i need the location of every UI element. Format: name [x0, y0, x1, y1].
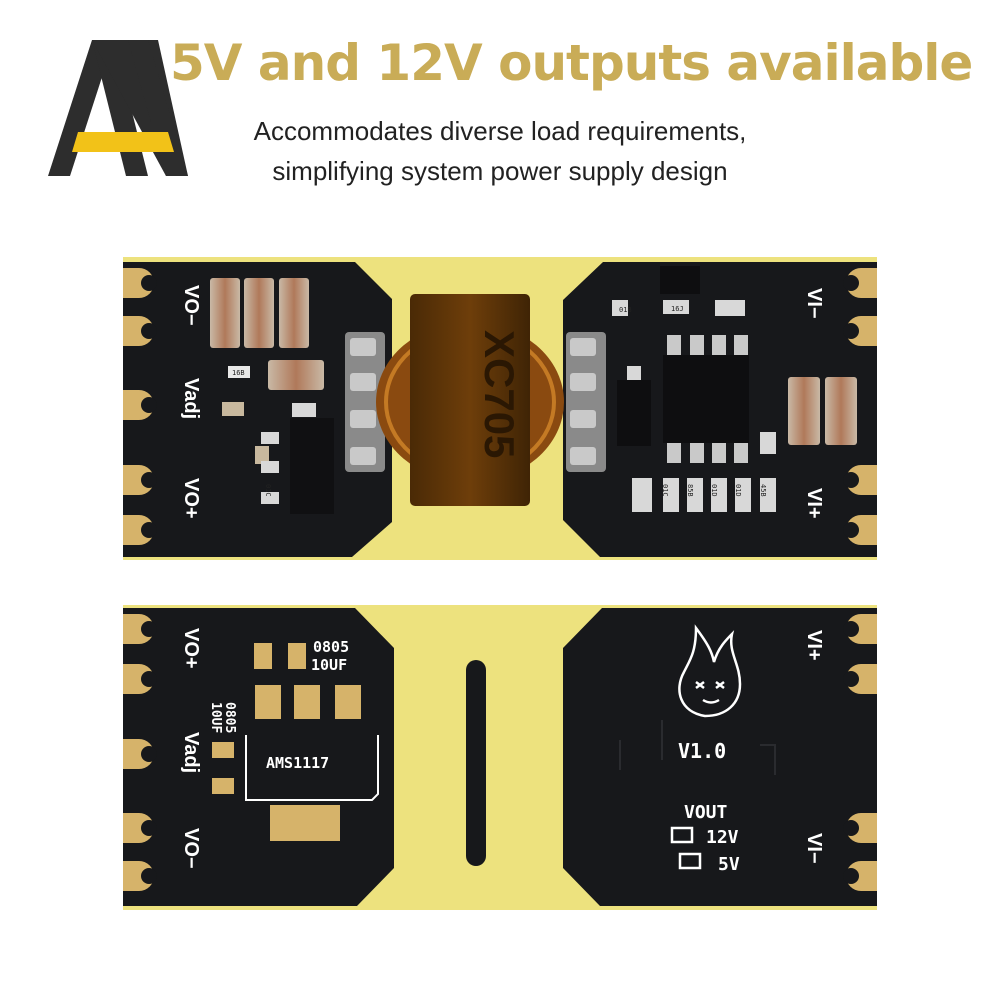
svg-text:85B: 85B	[686, 484, 694, 497]
jumper-12v-pad	[670, 826, 694, 844]
svg-text:01C: 01C	[661, 484, 669, 497]
regulator-label: AMS1117	[266, 754, 329, 772]
brand-logo-icon	[48, 40, 188, 176]
bottom-pcb-board: VO+ Vadj VO− 0805 10UF 0805 10UF AMS1117…	[123, 605, 877, 910]
top-label-vadj: Vadj	[180, 378, 202, 419]
transformer: XC705	[345, 294, 606, 506]
vout-option-12v: 12V	[706, 827, 739, 848]
svg-text:16J: 16J	[671, 305, 684, 313]
controller-ic	[663, 335, 749, 463]
svg-text:45B: 45B	[759, 484, 767, 497]
cap-value-side: 10UF	[208, 702, 223, 733]
svg-text:01C: 01C	[264, 484, 272, 497]
regulator-chip	[261, 403, 334, 514]
bottom-label-vadj: Vadj	[180, 732, 202, 773]
vout-title: VOUT	[684, 802, 728, 823]
top-label-vo-plus: VO+	[180, 478, 202, 519]
input-capacitors	[788, 377, 857, 445]
bottom-label-vi-plus: VI+	[803, 630, 825, 661]
flame-mascot-icon	[678, 624, 742, 718]
vout-option-5v: 5V	[718, 854, 740, 875]
subheadline-line-1: Accommodates diverse load requirements,	[253, 116, 747, 146]
svg-text:01B: 01B	[619, 306, 632, 314]
top-label-vo-minus: VO−	[180, 285, 202, 326]
jumper-5v-pad	[678, 852, 702, 870]
bottom-label-vo-plus: VO+	[180, 628, 202, 669]
solder-pads	[212, 643, 361, 841]
transformer-marking: XC705	[476, 330, 523, 458]
top-label-vi-plus: VI+	[803, 488, 825, 519]
cap-size-side: 0805	[222, 702, 237, 733]
svg-text:16B: 16B	[232, 369, 245, 377]
output-capacitors	[210, 278, 324, 464]
bottom-label-vo-minus: VO−	[180, 828, 202, 869]
cap-size-top: 0805	[313, 638, 349, 656]
headline: 5V and 12V outputs available	[170, 34, 973, 92]
subheadline-line-2: simplifying system power supply design	[272, 156, 728, 186]
cap-value-top: 10UF	[311, 656, 347, 674]
top-label-vi-minus: VI−	[803, 288, 825, 319]
svg-text:01D: 01D	[734, 484, 742, 497]
version-label: V1.0	[678, 739, 726, 763]
svg-text:01D: 01D	[710, 484, 718, 497]
bottom-label-vi-minus: VI−	[803, 833, 825, 864]
top-pcb-board: 16B 01C VO− Vadj VO+ XC705	[123, 257, 877, 560]
isolation-slot	[466, 660, 486, 866]
